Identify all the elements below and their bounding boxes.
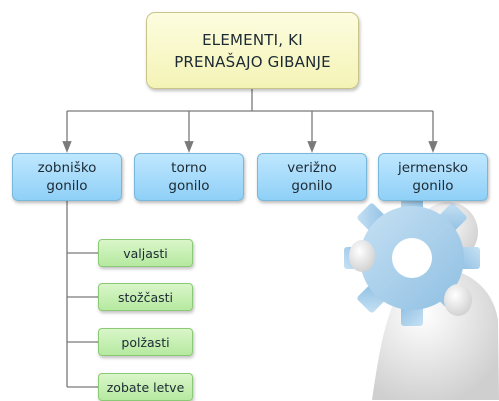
category-torno-gonilo: torno gonilo [134,153,244,201]
category-jermensko-gonilo: jermensko gonilo [378,153,488,201]
subtype-stozcasti: stožčasti [98,283,193,311]
root-node: ELEMENTI, KI PRENAŠAJO GIBANJE [146,12,359,89]
subtype-polzasti: polžasti [98,328,193,356]
subtype-zobate-letve: zobate letve [98,373,193,401]
category-verizno-gonilo: verižno gonilo [257,153,367,201]
category-zobnisko-gonilo: zobniško gonilo [12,153,122,201]
subtype-valjasti: valjasti [98,239,193,267]
